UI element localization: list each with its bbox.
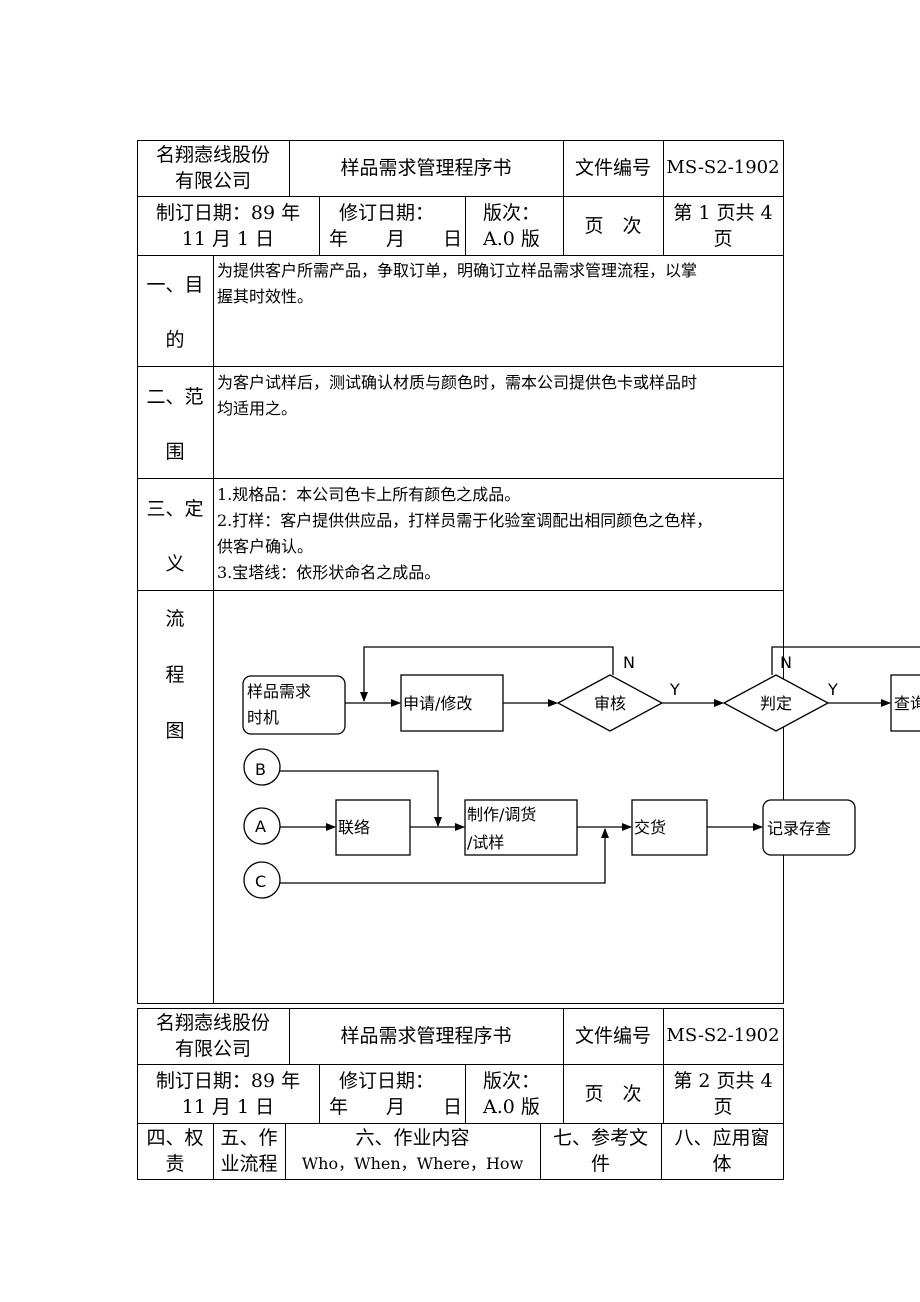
- flow-node-a: [243, 807, 281, 845]
- document-title: 样品需求管理程序书: [340, 157, 512, 179]
- flow-deliver-label: 交货: [634, 818, 666, 837]
- flow-deliver-box: [631, 799, 708, 856]
- flow-apply-box: [400, 674, 504, 732]
- document-title-2: 样品需求管理程序书: [340, 1025, 512, 1047]
- flow-node-a-label: A: [255, 817, 266, 836]
- doc-no: MS-S2-1902: [666, 157, 780, 178]
- col-reference: 七、参考文件: [552, 1127, 648, 1175]
- version-2: 版次：A.0 版: [483, 1069, 541, 1118]
- flow-query-box: [890, 674, 920, 732]
- revise-date-2: 修订日期：年 月 日: [329, 1069, 463, 1118]
- doc-no-label: 文件编号: [574, 157, 651, 179]
- page-label: 页 次: [584, 214, 642, 237]
- section-label-purpose: 一、目的: [146, 274, 204, 351]
- section-label-scope: 二、范围: [146, 386, 204, 463]
- section-label-definition: 三、定义: [146, 498, 204, 575]
- revise-date: 修订日期：年 月 日: [329, 201, 463, 250]
- flow-start-label-1: 样品需求: [247, 682, 311, 701]
- flow-contact-box: [335, 799, 411, 856]
- flow-make-box: [464, 799, 578, 856]
- company-name-2: 名翔悫线股份有限公司: [155, 1012, 270, 1060]
- version: 版次：A.0 版: [483, 201, 541, 250]
- flow-no-2: N: [780, 653, 792, 672]
- flow-node-b-label: B: [255, 760, 266, 779]
- flow-apply-label: 申请/修改: [403, 694, 472, 713]
- flow-make-label-1: 制作/调货: [467, 805, 536, 824]
- section-text-definition: 1.规格品：本公司色卡上所有颜色之成品。 2.打样：客户提供供应品，打样员需于化…: [217, 485, 713, 582]
- flow-start-label-2: 时机: [247, 708, 279, 727]
- flow-record-box: [762, 799, 856, 856]
- flow-node-c-label: C: [255, 872, 266, 891]
- flow-yes-2: Y: [827, 680, 838, 699]
- flow-contact-label: 联络: [338, 818, 370, 837]
- flow-make-label-2: /试样: [467, 833, 504, 852]
- col-responsibility: 四、权责: [146, 1127, 204, 1175]
- section-text-purpose: 为提供客户所需产品，争取订单，明确订立样品需求管理流程，以掌握其时效性。: [217, 261, 698, 306]
- doc-no-2: MS-S2-1902: [666, 1025, 780, 1046]
- flow-node-c: [243, 861, 281, 899]
- flow-yes-1: Y: [669, 680, 680, 699]
- section-text-scope: 为客户试样后，测试确认材质与颜色时，需本公司提供色卡或样品时均适用之。: [217, 373, 698, 418]
- page-label-2: 页 次: [584, 1082, 642, 1105]
- flow-node-b: [243, 748, 281, 786]
- flowchart-label: 流 程 图: [165, 608, 185, 742]
- flow-start-box: [242, 675, 346, 735]
- flow-review-label: 审核: [594, 694, 626, 713]
- flow-no-1: N: [623, 653, 635, 672]
- col-workflow: 五、作业流程: [220, 1127, 278, 1175]
- company-name: 名翔悫线股份有限公司: [155, 144, 270, 192]
- flow-judge-label: 判定: [760, 694, 792, 713]
- flow-record-label: 记录存查: [767, 819, 831, 838]
- col-application: 八、应用窗体: [674, 1127, 770, 1175]
- flow-query-label: 查询: [894, 694, 920, 713]
- doc-no-label-2: 文件编号: [574, 1025, 651, 1047]
